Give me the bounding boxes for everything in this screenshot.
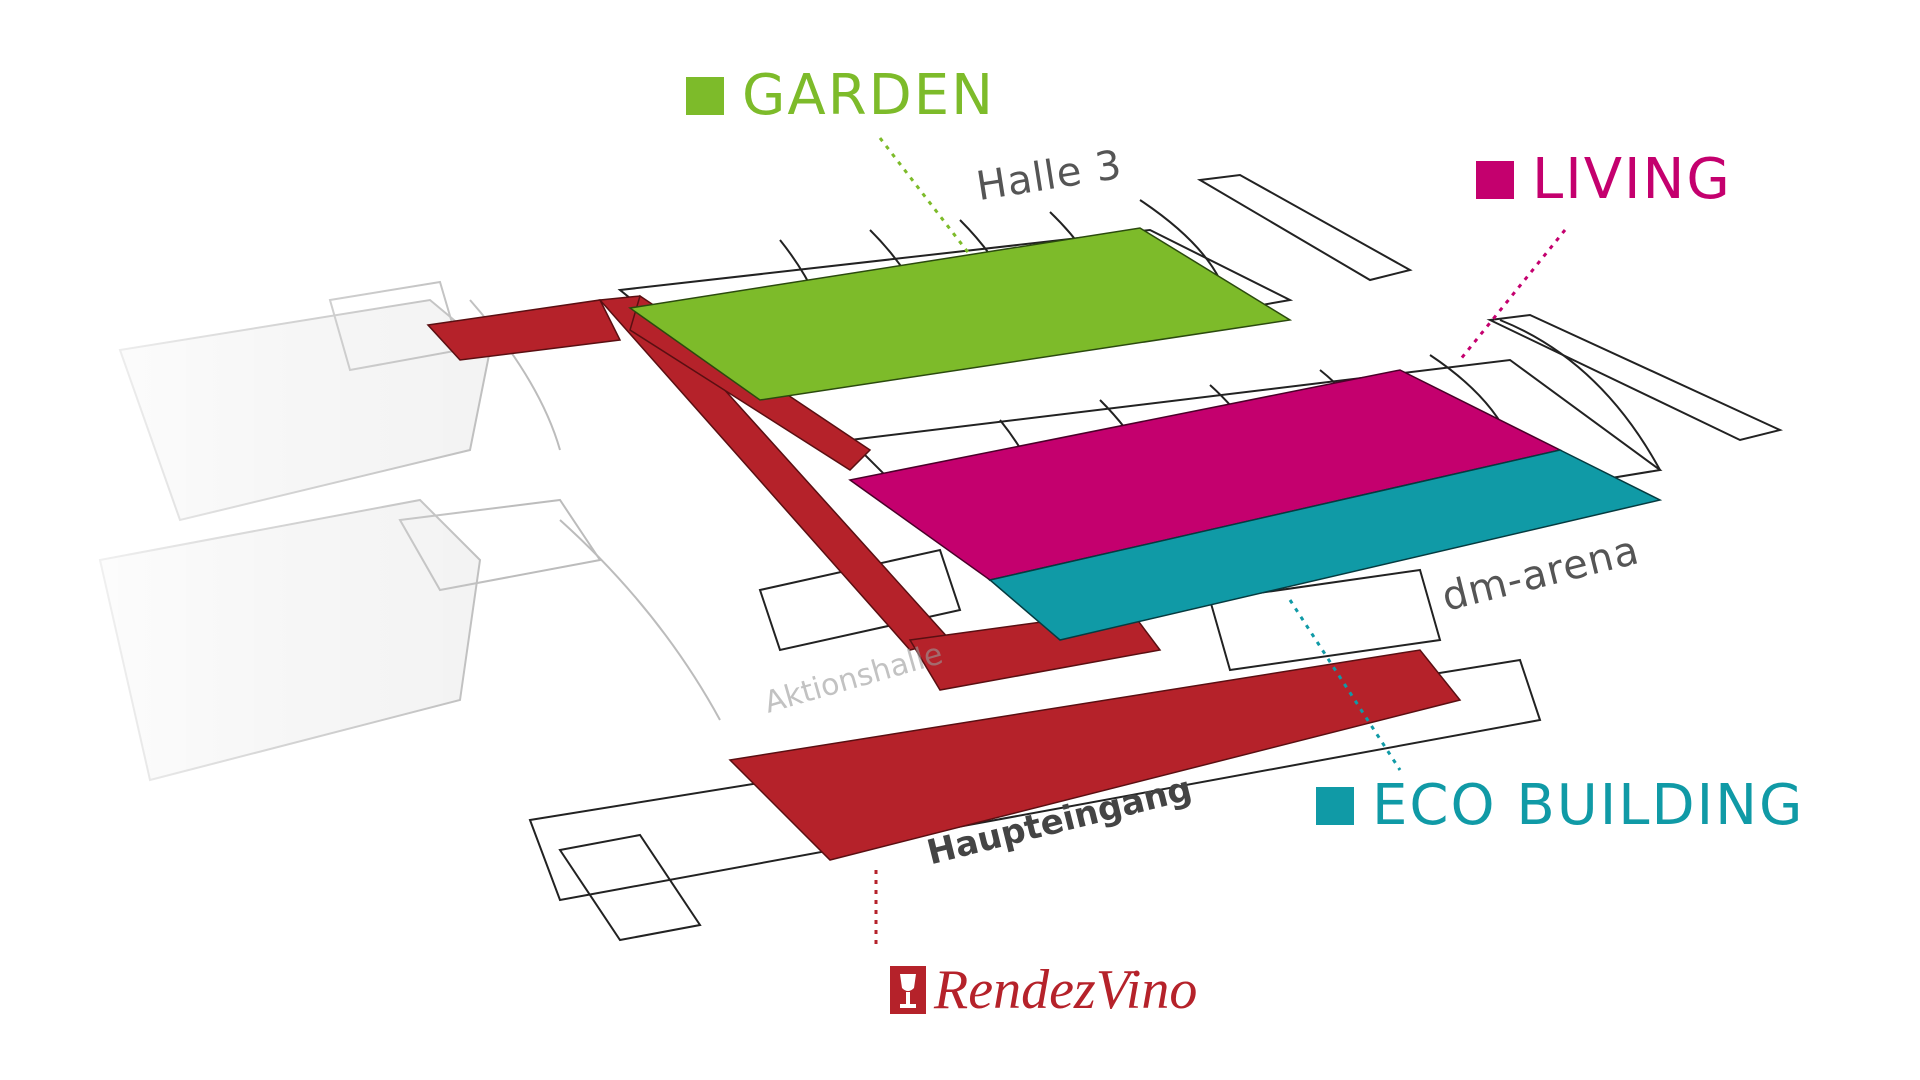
wine-glass-logo-icon [890,966,926,1014]
garden-text: GARDEN [742,63,996,128]
eco-text: ECO BUILDING [1372,773,1805,838]
zone-garden [628,227,1293,401]
rendezvino-logo: RendezVino [888,962,1197,1018]
leader-lines [874,137,1567,950]
rendezvino-text: RendezVino [934,959,1198,1021]
living-square-icon [1476,161,1514,199]
garden-square-icon [686,77,724,115]
eco-building-label: ECO BUILDING [1316,778,1804,834]
garden-label: GARDEN [686,68,995,124]
zone-eco [988,449,1663,641]
living-label: LIVING [1476,152,1732,208]
eco-square-icon [1316,787,1354,825]
living-text: LIVING [1532,147,1732,212]
